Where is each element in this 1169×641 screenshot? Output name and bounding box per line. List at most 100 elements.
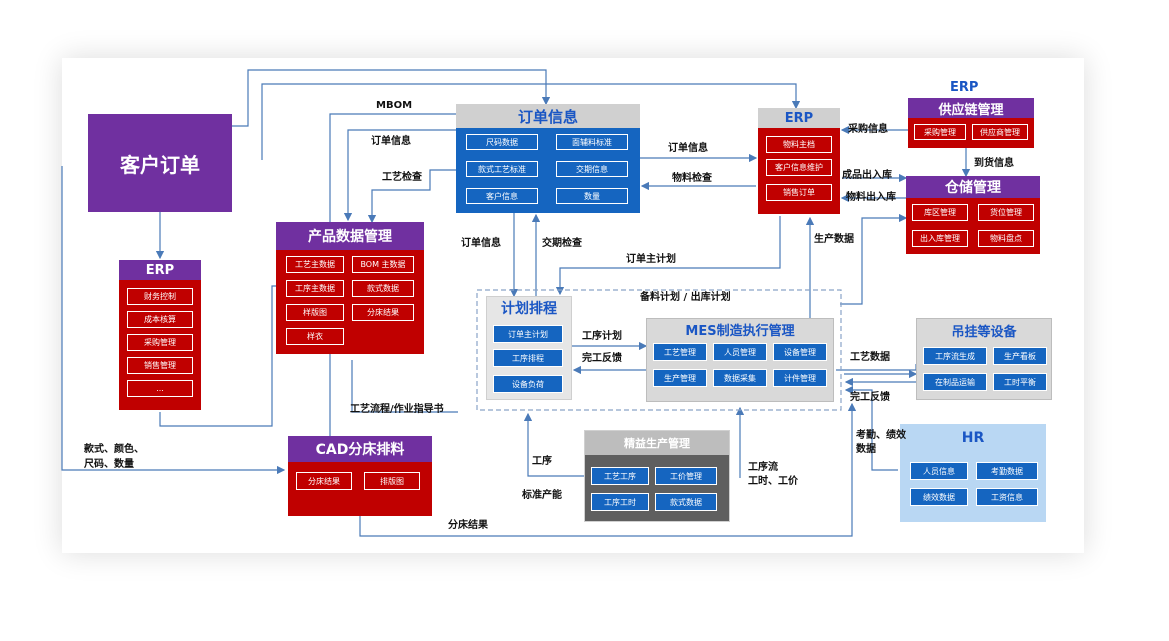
pdm-item: BOM 主数据 [352, 256, 414, 273]
lean-box: 精益生产管理 工艺工序 工价管理 工序工时 款式数据 [584, 430, 730, 522]
label-finished-io: 成品出入库 [842, 170, 892, 181]
label-attendance: 数据 [856, 444, 876, 455]
customer-order-title: 客户订单 [120, 152, 200, 177]
cad-title: CAD分床排料 [288, 436, 432, 462]
pdm-item: 款式数据 [352, 280, 414, 297]
lean-title: 精益生产管理 [585, 431, 729, 455]
cad-box: CAD分床排料 分床结果 排版图 [288, 436, 432, 516]
order-info-item: 交期信息 [556, 161, 628, 177]
label-completion-feedback: 完工反馈 [850, 392, 890, 403]
order-info-item: 尺码数据 [466, 134, 538, 150]
pdm-item: 工艺主数据 [286, 256, 344, 273]
order-info-title: 订单信息 [456, 104, 640, 128]
hr-item: 绩效数据 [910, 488, 968, 506]
order-info-item: 数量 [556, 188, 628, 204]
lean-item: 工艺工序 [591, 467, 649, 485]
label-completion-feedback: 完工反馈 [582, 353, 622, 364]
hr-item: 人员信息 [910, 462, 968, 480]
label-order-info: 订单信息 [668, 143, 708, 154]
erp-left-item: 销售管理 [127, 357, 193, 374]
erp-right-item: 物料主档 [766, 136, 832, 153]
erp-left-item: 成本核算 [127, 311, 193, 328]
warehouse-box: 仓储管理 库区管理 货位管理 出入库管理 物料盘点 [906, 176, 1040, 254]
supply-chain-title: 供应链管理 [908, 98, 1034, 118]
hr-box: HR 人员信息 考勤数据 绩效数据 工资信息 [900, 424, 1046, 522]
label-order-info: 订单信息 [371, 136, 411, 147]
pdm-item: 样衣 [286, 328, 344, 345]
lean-item: 工序工时 [591, 493, 649, 511]
warehouse-item: 库区管理 [912, 204, 968, 221]
hanging-item: 工序流生成 [923, 347, 987, 365]
mes-item: 设备管理 [773, 343, 827, 361]
erp-right-box: ERP 物料主档 客户信息维护 销售订单 [758, 108, 840, 214]
order-info-item: 客户信息 [466, 188, 538, 204]
mes-box: MES制造执行管理 工艺管理 人员管理 设备管理 生产管理 数据采集 计件管理 [646, 318, 834, 402]
scheduling-item: 工序排程 [493, 349, 563, 367]
label-cut-result: 分床结果 [448, 520, 488, 531]
hanging-item: 生产看板 [993, 347, 1047, 365]
mes-item: 数据采集 [713, 369, 767, 387]
hanging-box: 吊挂等设备 工序流生成 生产看板 在制品运输 工时平衡 [916, 318, 1052, 400]
erp-right-title: ERP [758, 108, 840, 128]
mes-item: 计件管理 [773, 369, 827, 387]
label-purchase-info: 采购信息 [848, 124, 888, 135]
mes-item: 人员管理 [713, 343, 767, 361]
hanging-item: 工时平衡 [993, 373, 1047, 391]
label-style: 尺码、数量 [84, 459, 134, 470]
label-production-data: 生产数据 [814, 234, 854, 245]
erp-left-item: ... [127, 380, 193, 397]
erp-left-title: ERP [119, 260, 201, 280]
label-order-info: 订单信息 [461, 238, 501, 249]
supply-chain-item: 供应商管理 [972, 124, 1028, 140]
scheduling-item: 设备负荷 [493, 375, 563, 393]
lean-item: 款式数据 [655, 493, 717, 511]
hr-title: HR [961, 430, 985, 446]
order-info-item: 面辅料标准 [556, 134, 628, 150]
label-style: 款式、颜色、 [84, 444, 144, 455]
warehouse-title: 仓储管理 [906, 176, 1040, 198]
erp-right-item: 客户信息维护 [766, 159, 832, 176]
label-standard-capacity: 标准产能 [522, 490, 562, 501]
cad-item: 分床结果 [296, 472, 352, 490]
erp-left-item: 财务控制 [127, 288, 193, 305]
label-delivery-check: 交期检查 [542, 238, 582, 249]
warehouse-item: 出入库管理 [912, 230, 968, 247]
order-info-box: 订单信息 尺码数据 面辅料标准 款式工艺标准 交期信息 客户信息 数量 [456, 104, 640, 213]
erp-right-item: 销售订单 [766, 184, 832, 201]
mes-item: 生产管理 [653, 369, 707, 387]
label-flow: 工序流 [748, 462, 778, 473]
pdm-item: 分床结果 [352, 304, 414, 321]
label-process-flow-doc: 工艺流程/作业指导书 [350, 404, 444, 415]
warehouse-item: 物料盘点 [978, 230, 1034, 247]
customer-order-box: 客户订单 [88, 114, 232, 212]
erp-left-item: 采购管理 [127, 334, 193, 351]
hanging-item: 在制品运输 [923, 373, 987, 391]
hr-item: 考勤数据 [976, 462, 1038, 480]
scheduling-box: 计划排程 订单主计划 工序排程 设备负荷 [486, 296, 572, 400]
label-material-check: 物料检查 [672, 173, 712, 184]
supply-chain-box: 供应链管理 采购管理 供应商管理 [908, 98, 1034, 148]
label-mbom: MBOM [376, 100, 413, 111]
scheduling-title: 计划排程 [501, 301, 557, 317]
label-material-plan: 备料计划 / 出库计划 [640, 292, 731, 303]
lean-item: 工价管理 [655, 467, 717, 485]
warehouse-item: 货位管理 [978, 204, 1034, 221]
mes-title: MES制造执行管理 [685, 323, 795, 339]
hanging-title: 吊挂等设备 [951, 324, 1017, 340]
erp-left-box: ERP 财务控制 成本核算 采购管理 销售管理 ... [119, 260, 201, 410]
supply-chain-item: 采购管理 [914, 124, 966, 140]
label-material-io: 物料出入库 [846, 192, 896, 203]
label-flow: 工时、工价 [748, 476, 798, 487]
label-process-data: 工艺数据 [850, 352, 890, 363]
label-order-master-plan: 订单主计划 [626, 254, 676, 265]
label-process-plan: 工序计划 [582, 331, 622, 342]
supply-chain-caption: ERP [950, 80, 979, 95]
pdm-box: 产品数据管理 工艺主数据 BOM 主数据 工序主数据 款式数据 样版图 分床结果… [276, 222, 424, 354]
label-attendance: 考勤、绩效 [856, 430, 906, 441]
label-process: 工序 [532, 456, 552, 467]
pdm-item: 样版图 [286, 304, 344, 321]
order-info-item: 款式工艺标准 [466, 161, 538, 177]
label-arrival-info: 到货信息 [974, 158, 1014, 169]
mes-item: 工艺管理 [653, 343, 707, 361]
scheduling-item: 订单主计划 [493, 325, 563, 343]
